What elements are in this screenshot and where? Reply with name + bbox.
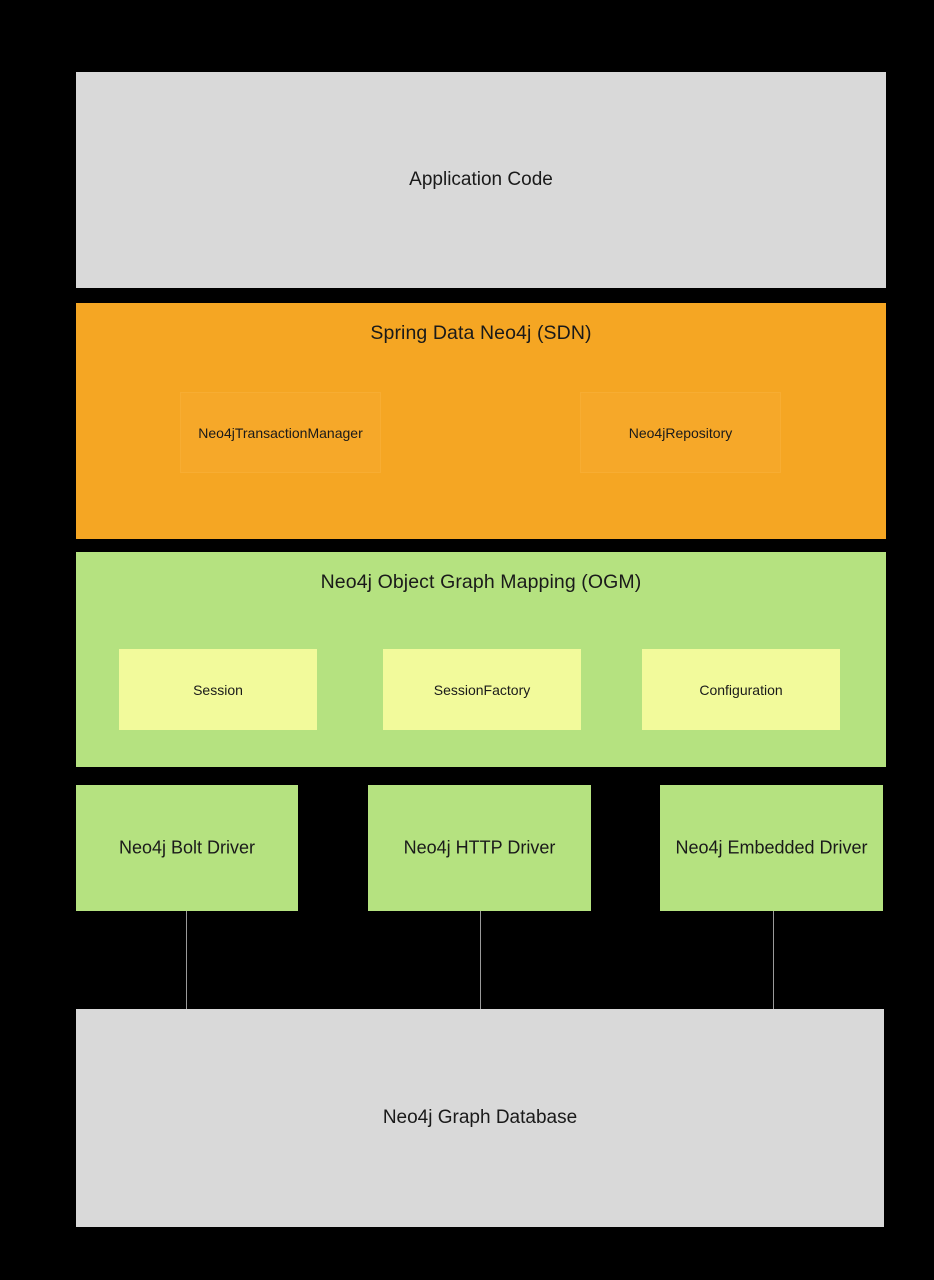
component-neo4j-repository[interactable]: Neo4jRepository (580, 392, 781, 473)
component-label: Neo4jRepository (628, 424, 733, 441)
connector-http-to-database (480, 911, 481, 1009)
component-label: SessionFactory (433, 681, 531, 698)
connector-embedded-to-database (773, 911, 774, 1009)
driver-neo4j-http[interactable]: Neo4j HTTP Driver (368, 785, 591, 911)
spring-data-neo4j-title: Spring Data Neo4j (SDN) (370, 322, 592, 344)
layer-spring-data-neo4j[interactable]: Spring Data Neo4j (SDN) Neo4jTransaction… (76, 303, 886, 539)
layer-neo4j-graph-database[interactable]: Neo4j Graph Database (76, 1009, 884, 1227)
neo4j-graph-database-label: Neo4j Graph Database (382, 1107, 578, 1128)
driver-label: Neo4j Embedded Driver (675, 837, 868, 858)
layer-neo4j-ogm[interactable]: Neo4j Object Graph Mapping (OGM) Session… (76, 552, 886, 767)
driver-neo4j-bolt[interactable]: Neo4j Bolt Driver (76, 785, 298, 911)
driver-label: Neo4j Bolt Driver (118, 837, 256, 858)
driver-label: Neo4j HTTP Driver (403, 837, 556, 858)
connector-bolt-to-database (186, 911, 187, 1009)
component-neo4j-transaction-manager[interactable]: Neo4jTransactionManager (180, 392, 381, 473)
application-code-label: Application Code (409, 169, 553, 190)
component-label: Neo4jTransactionManager (198, 424, 363, 441)
component-label: Configuration (699, 681, 783, 698)
neo4j-ogm-title: Neo4j Object Graph Mapping (OGM) (320, 571, 642, 593)
layer-application-code[interactable]: Application Code (76, 72, 886, 288)
component-session[interactable]: Session (119, 649, 317, 730)
component-session-factory[interactable]: SessionFactory (383, 649, 581, 730)
component-label: Session (193, 681, 243, 698)
component-configuration[interactable]: Configuration (642, 649, 840, 730)
driver-neo4j-embedded[interactable]: Neo4j Embedded Driver (660, 785, 883, 911)
